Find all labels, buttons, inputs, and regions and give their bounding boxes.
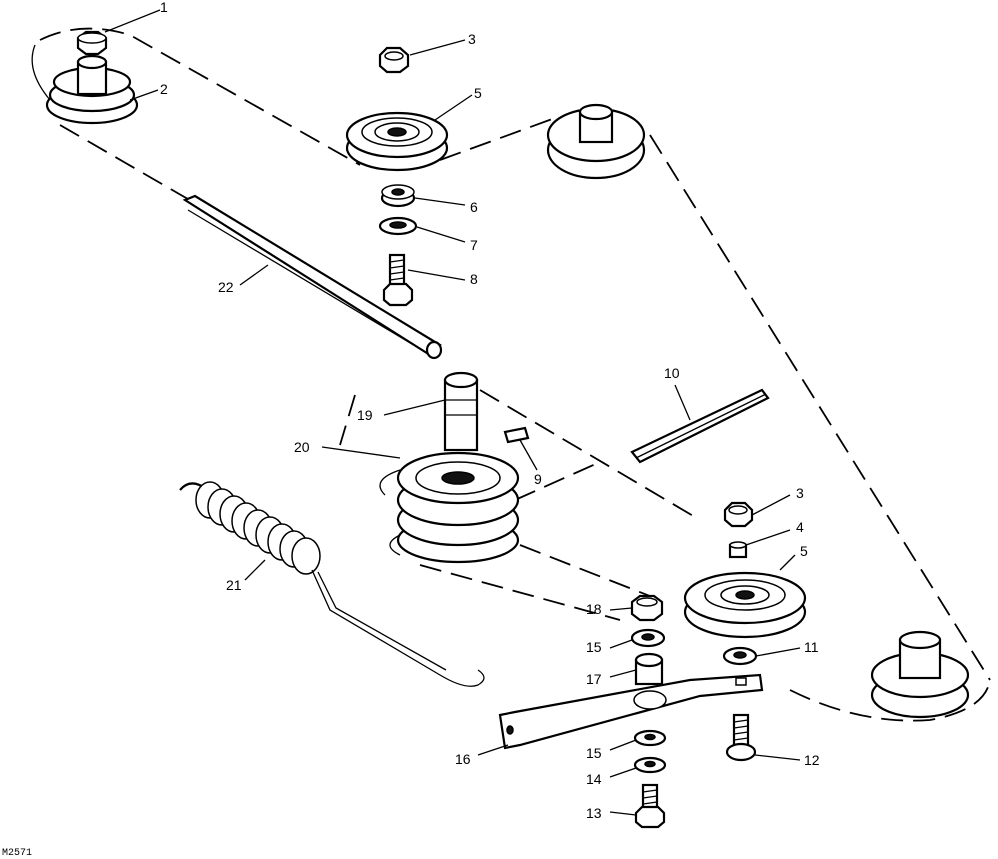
washer-part-15-upper: [630, 628, 666, 648]
leader-lines: [104, 9, 801, 816]
callout-5-lower: 5: [800, 543, 808, 559]
spindle-pulley-bottom-right: [870, 630, 970, 719]
callout-11: 11: [804, 639, 819, 655]
shaft-part-22: [182, 194, 443, 360]
callout-1: 1: [160, 0, 168, 15]
spacer-part-17: [634, 652, 664, 686]
washer-part-11: [722, 646, 758, 666]
hex-nut-part-3-upper: [378, 46, 410, 74]
callout-13: 13: [586, 805, 602, 821]
callout-3-lower: 3: [796, 485, 804, 501]
pivot-shaft-part-19: [443, 371, 479, 452]
bolt-part-12: [725, 713, 757, 762]
callout-14: 14: [586, 771, 602, 787]
hex-nut-part-1: [76, 30, 108, 56]
callout-20: 20: [294, 439, 310, 455]
callout-15-upper: 15: [586, 639, 602, 655]
idler-pulley-part-5-lower: [683, 571, 807, 639]
callout-12: 12: [804, 752, 820, 768]
hex-nut-part-3-lower: [723, 501, 754, 528]
callout-labels: 1 2 3 5 6 7 8 22 10 19 20 9 3 4 5 21 18 …: [160, 0, 820, 821]
callout-10: 10: [664, 365, 680, 381]
double-pulley-part-20: [379, 451, 520, 564]
callout-6: 6: [470, 199, 478, 215]
callout-21: 21: [226, 577, 242, 593]
idler-pulley-part-2: [45, 54, 139, 125]
idler-pulley-part-5-upper: [345, 111, 449, 172]
bolt-part-8: [382, 253, 414, 307]
figure-code: M2571: [2, 848, 32, 859]
callout-7: 7: [470, 237, 478, 253]
key-part-10: [630, 388, 770, 464]
callout-4: 4: [796, 519, 804, 535]
bushing-part-4: [728, 541, 748, 559]
hex-nut-part-18: [630, 594, 664, 622]
callout-15-lower: 15: [586, 745, 602, 761]
callout-18: 18: [586, 601, 602, 617]
bolt-part-13: [634, 783, 666, 829]
belt-path: [31, 27, 991, 722]
callout-22: 22: [218, 279, 234, 295]
callout-17: 17: [586, 671, 602, 687]
callout-9: 9: [534, 471, 542, 487]
callout-2: 2: [160, 81, 168, 97]
washer-part-14: [633, 756, 667, 774]
washer-part-7: [378, 216, 418, 236]
callout-16: 16: [455, 751, 471, 767]
callout-8: 8: [470, 271, 478, 287]
callout-3-upper: 3: [468, 31, 476, 47]
spindle-pulley-right: [546, 103, 646, 180]
spacer-part-6: [380, 184, 416, 208]
callout-5-upper: 5: [474, 85, 482, 101]
idler-arm-part-16: [498, 673, 764, 750]
callout-19: 19: [357, 407, 373, 423]
pin-part-9: [503, 426, 530, 444]
spring-part-21: [179, 481, 485, 687]
washer-part-15-lower: [633, 729, 667, 747]
